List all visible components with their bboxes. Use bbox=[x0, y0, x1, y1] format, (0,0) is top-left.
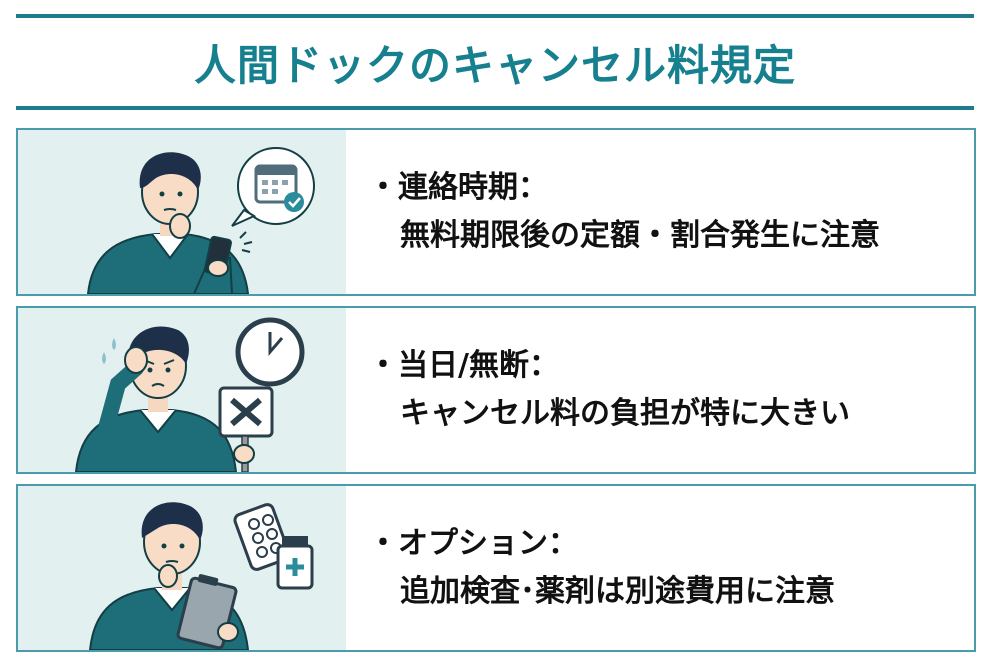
man-with-phone-calendar-icon bbox=[18, 130, 346, 294]
item-detail: 追加検査･薬剤は別途費用に注意 bbox=[400, 574, 835, 609]
card-options: ・オプション： 追加検査･薬剤は別途費用に注意 bbox=[16, 484, 976, 652]
item-heading: ・オプション： bbox=[368, 526, 578, 561]
item-heading: ・当日/無断： bbox=[368, 348, 559, 383]
item-detail: 無料期限後の定額・割合発生に注意 bbox=[400, 218, 880, 253]
item-detail: キャンセル料の負担が特に大きい bbox=[400, 396, 850, 431]
page-title: 人間ドックのキャンセル料規定 bbox=[193, 40, 796, 90]
item-heading: ・連絡時期： bbox=[368, 170, 548, 205]
title-banner: 人間ドックのキャンセル料規定 bbox=[16, 14, 974, 110]
worried-man-clock-x-sign-icon bbox=[18, 308, 346, 472]
card-contact-timing: ・連絡時期： 無料期限後の定額・割合発生に注意 bbox=[16, 128, 976, 296]
card-same-day-noshow: ・当日/無断： キャンセル料の負担が特に大きい bbox=[16, 306, 976, 474]
man-clipboard-medicine-icon bbox=[18, 486, 346, 650]
